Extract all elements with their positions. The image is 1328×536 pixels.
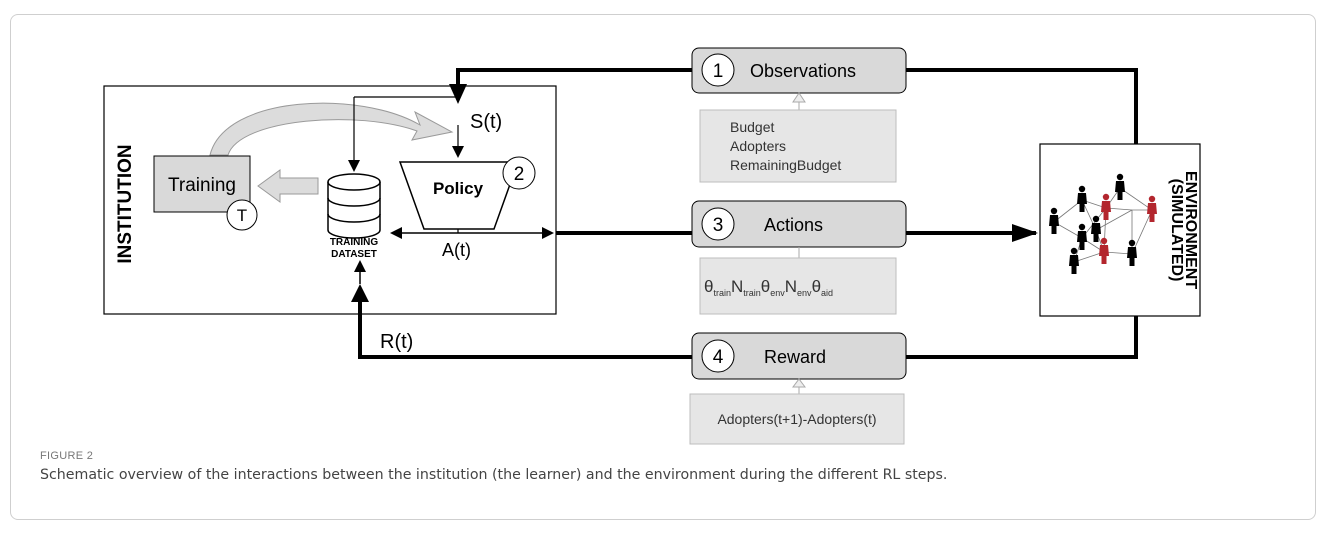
observation-item-budget: Budget (730, 119, 774, 135)
reward-arrowhead (351, 284, 369, 302)
institution-label: INSTITUTION (115, 144, 136, 263)
observations-note-connector (792, 92, 806, 111)
action-param-symbol: N (731, 277, 743, 296)
training-marker-circle (226, 199, 258, 231)
dataset-label-line1: TRAINING (330, 237, 379, 248)
environment-label-line1: (SIMULATED) (1168, 179, 1185, 282)
policy-label: Policy (433, 179, 484, 198)
observations-arrowhead (449, 84, 467, 104)
environment-box (1039, 143, 1201, 317)
training-label: Training (168, 175, 236, 196)
actions-note (699, 257, 897, 315)
observation-item-adopters: Adopters (730, 138, 786, 154)
action-param-symbol: θ (704, 277, 713, 296)
figure-caption: Schematic overview of the interactions b… (40, 467, 948, 483)
training-to-policy-arrow (209, 102, 454, 156)
environment-label-line2: ENVIRONMENT (1182, 171, 1199, 289)
step-actions-number: 3 (713, 215, 724, 236)
action-params: θtrainNtrainθenvNenvθaid (704, 277, 833, 298)
figure-label: FIGURE 2 (40, 450, 94, 462)
dataset-to-training-arrow (257, 169, 319, 203)
reward-note-connector (792, 378, 806, 394)
step-observations-label: Observations (750, 61, 856, 81)
action-param-subscript: aid (821, 288, 833, 298)
policy-block (398, 161, 520, 230)
action-param-subscript: train (743, 288, 761, 298)
action-param-symbol: θ (812, 277, 821, 296)
training-dataset-icon (327, 173, 381, 239)
reward-label: R(t) (380, 331, 413, 353)
social-network-icon (1049, 173, 1157, 274)
step-reward-number: 4 (713, 347, 724, 368)
training-marker: T (237, 206, 247, 225)
action-param-subscript: env (770, 288, 785, 298)
step-observations-number: 1 (713, 61, 724, 82)
reward-formula: Adopters(t+1)-Adopters(t) (717, 411, 876, 427)
action-param-symbol: θ (761, 277, 770, 296)
observations-note (699, 109, 897, 183)
action-label: A(t) (442, 240, 471, 260)
action-param-subscript: train (713, 288, 731, 298)
step-reward-label: Reward (764, 347, 826, 367)
step-reward: 4 Reward (691, 332, 907, 380)
action-param-subscript: env (797, 288, 812, 298)
state-label: S(t) (470, 111, 502, 133)
action-param-symbol: N (785, 277, 797, 296)
step-actions: 3 Actions (691, 200, 907, 248)
reward-note (689, 393, 905, 445)
step-actions-label: Actions (764, 215, 823, 235)
step-observations: 1 Observations (691, 47, 907, 94)
dataset-label-line2: DATASET (331, 249, 377, 260)
policy-marker-circle (502, 156, 536, 190)
policy-marker: 2 (514, 164, 525, 185)
observation-item-remaining-budget: RemainingBudget (730, 157, 841, 173)
